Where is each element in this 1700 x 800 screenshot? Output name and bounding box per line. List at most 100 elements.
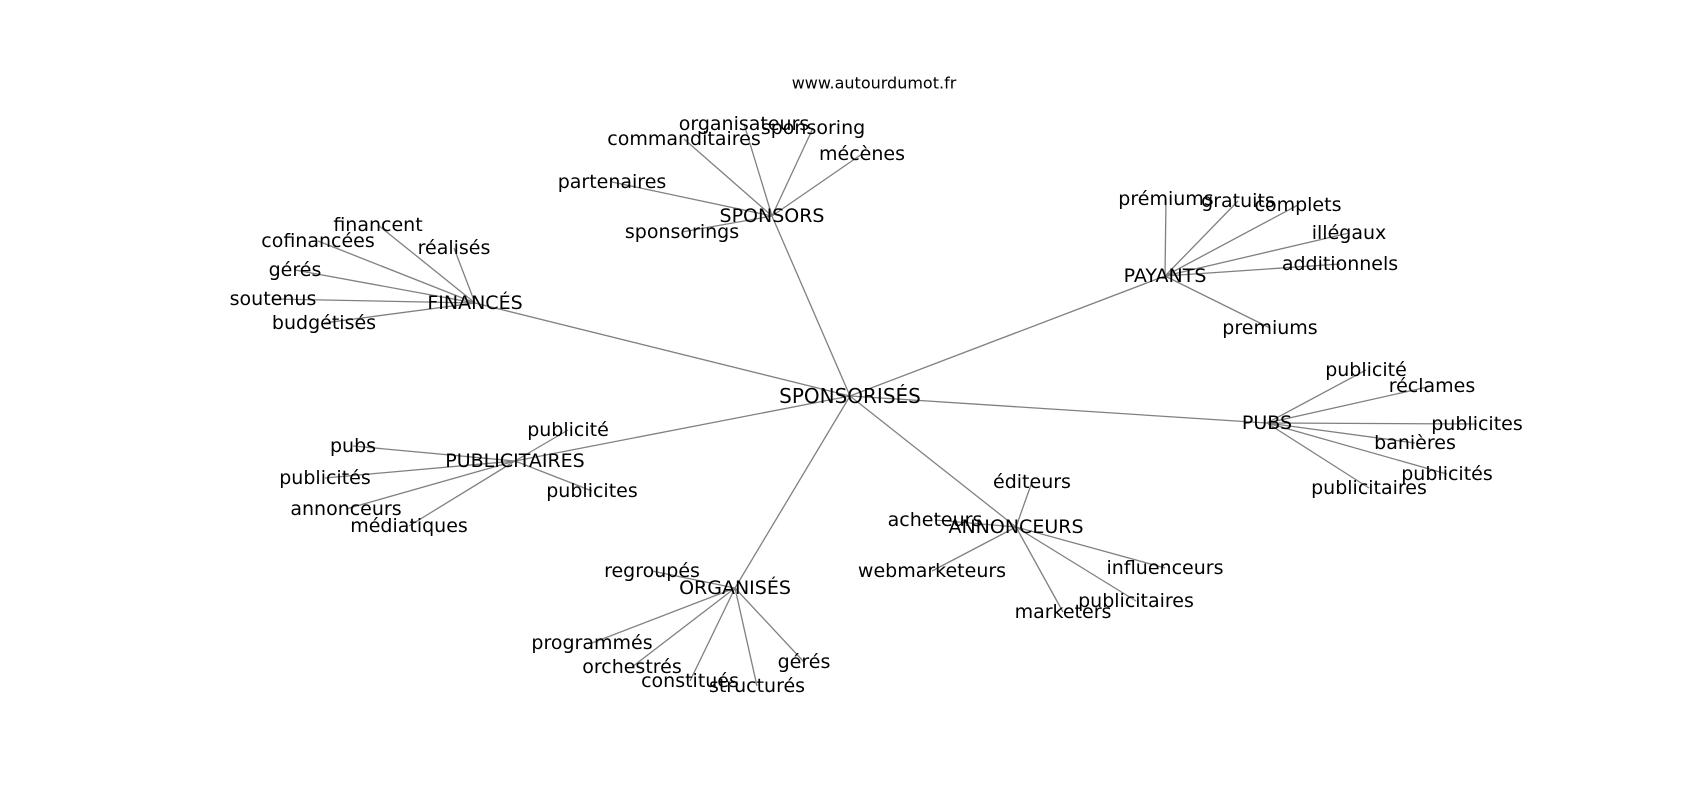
leaf-node-finances-soutenus: soutenus [230,288,317,310]
hub-node-organises: ORGANISÉS [679,576,791,599]
leaf-node-publicitaires-annonceurs: annonceurs [290,498,401,520]
edge-publicitaires-to-mediatiques [408,460,516,527]
leaf-node-sponsors-partenaires: partenaires [558,171,667,193]
edge-center-to-pubs [849,395,1268,424]
leaf-node-annonceurs-publicitaires: publicitaires [1078,590,1194,612]
leaf-node-annonceurs-influenceurs: influenceurs [1107,557,1224,579]
edge-pubs-to-banieres [1266,422,1416,444]
edge-pubs-to-publicite [1266,369,1367,424]
edge-sponsors-to-sponsoring [771,127,814,217]
leaf-node-payants-illegaux: illégaux [1312,222,1387,244]
edge-annonceurs-to-marketers [1015,526,1064,613]
edge-center-to-sponsors [771,215,851,397]
edge-finances-to-soutenus [272,298,476,304]
edge-publicitaires-to-publicites [514,460,593,492]
leaf-node-publicitaires-publicite: publicité [527,419,609,441]
hub-node-payants: PAYANTS [1124,265,1207,287]
leaf-node-sponsors-mecenes: mécènes [819,143,905,165]
edge-publicitaires-to-pubs [352,445,516,462]
edge-annonceurs-to-publicitaires [1015,526,1137,602]
edge-organises-to-regroupes [651,570,736,589]
graph-labels: www.autourdumot.fr SPONSORISÉS SPONSORS or… [230,74,1523,698]
hub-node-finances: FINANCÉS [427,291,522,314]
hub-node-annonceurs: ANNONCEURS [948,516,1083,538]
leaf-node-payants-gratuits: gratuits [1201,190,1275,212]
leaf-node-pubs-banieres: banières [1374,432,1456,454]
edge-center-to-payants [849,275,1166,397]
leaf-node-finances-financent: financent [333,214,422,236]
leaf-node-annonceurs-webmarketeurs: webmarketeurs [858,560,1006,582]
edge-organises-to-structures [734,587,758,687]
edge-organises-to-constitues [689,587,736,682]
edge-pubs-to-publicitaires [1266,422,1370,489]
edge-payants-to-additionnels [1164,263,1341,277]
leaf-node-publicitaires-publicites: publicités [279,467,370,489]
leaf-node-pubs-publicites: publicites [1431,413,1522,435]
leaf-node-organises-constitues: constitués [641,670,739,692]
leaf-node-publicitaires-mediatiques: médiatiques [350,515,468,537]
leaf-node-organises-orchestres: orchestrés [582,656,682,678]
edge-finances-to-budgetises [323,302,476,324]
edge-annonceurs-to-editeurs [1015,481,1033,528]
edge-publicitaires-to-annonceurs [345,460,516,510]
leaf-node-payants-premiums: premiums [1222,317,1317,339]
edge-payants-to-complets [1164,204,1299,277]
edge-organises-to-orchestres [631,587,736,668]
leaf-node-organises-structures: structurés [709,675,805,697]
edge-center-to-organises [734,395,851,589]
edge-sponsors-to-commanditaires [683,138,773,217]
hub-node-publicitaires: PUBLICITAIRES [445,450,584,472]
leaf-node-publicitaires-publicites: publicites [546,480,637,502]
hub-node-sponsors: SPONSORS [720,205,825,227]
leaf-node-finances-realises: réalisés [418,237,491,259]
leaf-node-pubs-publicites: publicités [1401,463,1492,485]
edge-annonceurs-to-webmarketeurs [931,526,1017,572]
edge-publicitaires-to-publicite [514,429,569,462]
edge-payants-to-premiums [1164,275,1271,329]
leaf-node-annonceurs-acheteurs: acheteurs [888,509,983,531]
edge-finances-to-cofinancees [317,240,476,304]
leaf-node-annonceurs-editeurs: éditeurs [993,471,1071,493]
edge-annonceurs-to-influenceurs [1015,526,1166,569]
leaf-node-finances-cofinancees: cofinancées [261,230,375,252]
edge-center-to-publicitaires [514,395,851,462]
edge-finances-to-realises [453,247,476,304]
leaf-node-sponsors-sponsorings: sponsorings [625,221,739,243]
leaf-node-finances-geres: gérés [269,259,322,281]
leaf-node-payants-complets: complets [1255,194,1342,216]
leaf-node-publicitaires-pubs: pubs [330,435,376,457]
edge-sponsors-to-mecenes [771,153,863,217]
leaf-node-organises-regroupes: regroupés [604,560,700,582]
edge-finances-to-financent [377,224,476,304]
leaf-node-payants-premiums: prémiums [1118,188,1213,210]
edge-sponsors-to-organisateurs [743,123,773,217]
leaf-node-sponsors-organisateurs: organisateurs [679,113,810,135]
leaf-node-pubs-reclames: réclames [1389,375,1476,397]
edge-finances-to-geres [294,269,476,304]
edge-pubs-to-reclames [1266,385,1433,424]
leaf-node-pubs-publicite: publicité [1325,359,1407,381]
edge-sponsors-to-partenaires [611,181,773,217]
edge-annonceurs-to-acheteurs [934,519,1017,528]
leaf-node-sponsors-sponsoring: sponsoring [761,117,865,139]
graph-edges [272,123,1478,687]
edge-organises-to-programmes [591,587,736,644]
edge-pubs-to-publicites [1266,422,1478,425]
edge-payants-to-gratuits [1164,200,1239,277]
edge-payants-to-premiums [1164,198,1167,277]
edge-publicitaires-to-publicites [324,460,516,479]
edge-organises-to-geres [734,587,805,663]
hub-node-pubs: PUBS [1242,412,1292,434]
center-node: SPONSORISÉS [779,384,921,408]
site-watermark: www.autourdumot.fr [792,74,957,93]
edge-pubs-to-publicites [1266,422,1448,475]
leaf-node-organises-programmes: programmés [531,632,652,654]
leaf-node-payants-additionnels: additionnels [1282,253,1398,275]
edge-center-to-annonceurs [849,395,1017,528]
leaf-node-annonceurs-marketers: marketers [1015,601,1112,623]
edge-center-to-finances [474,302,851,397]
edge-payants-to-illegaux [1164,232,1350,277]
leaf-node-pubs-publicitaires: publicitaires [1311,477,1427,499]
leaf-node-sponsors-commanditaires: commanditaires [607,128,760,150]
